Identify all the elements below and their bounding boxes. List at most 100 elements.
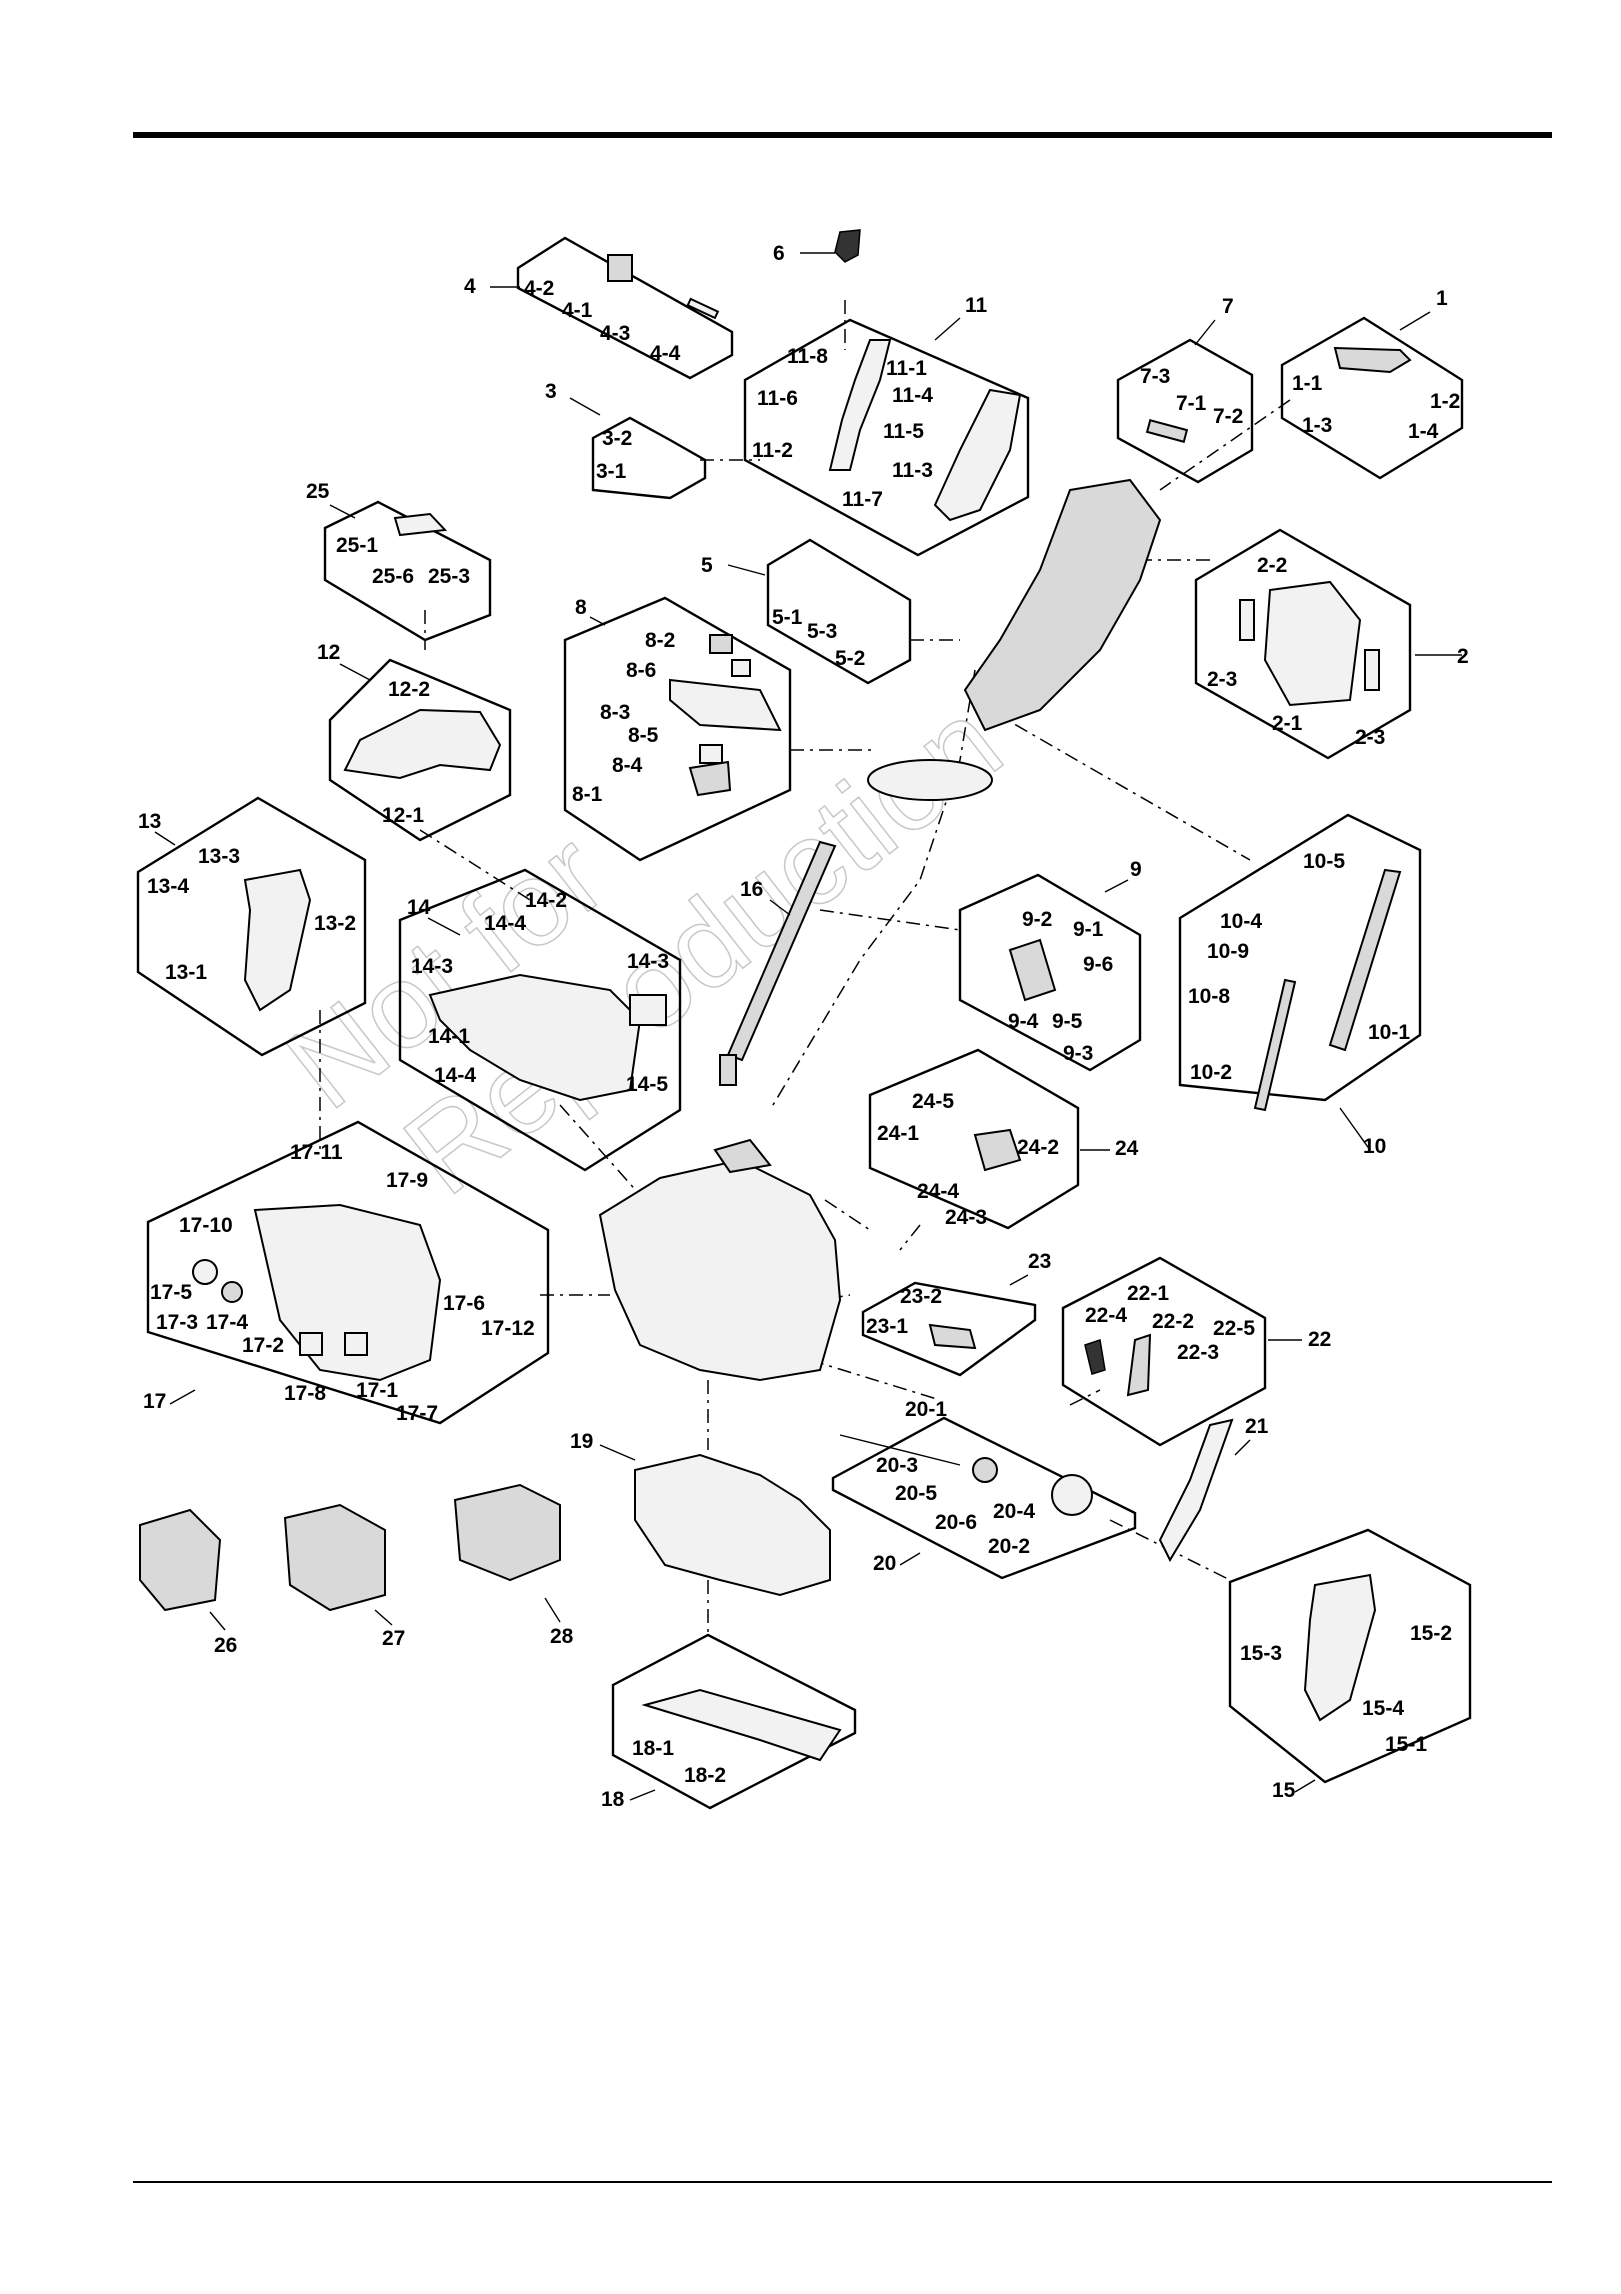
callout-10: 10	[1363, 1135, 1386, 1158]
callout-9-5: 9-5	[1052, 1010, 1083, 1033]
callout-17-10: 17-10	[179, 1214, 233, 1237]
callout-20-1: 20-1	[905, 1398, 947, 1421]
callout-2: 2	[1457, 645, 1469, 668]
callout-15-3: 15-3	[1240, 1642, 1282, 1665]
group-18-outline	[611, 1633, 857, 1810]
callout-11-4: 11-4	[892, 384, 933, 407]
callout-4-1: 4-1	[562, 299, 593, 322]
callout-11-7: 11-7	[842, 488, 883, 511]
callout-9-2: 9-2	[1022, 908, 1052, 931]
callout-13-4: 13-4	[147, 875, 189, 898]
callout-22-1: 22-1	[1127, 1282, 1169, 1305]
callout-13-1: 13-1	[165, 961, 207, 984]
callout-15: 15	[1272, 1779, 1296, 1802]
callout-4-4: 4-4	[650, 342, 681, 365]
part-22-4-spring	[1084, 1339, 1106, 1375]
part-17-8-b	[344, 1332, 368, 1356]
part-ring	[867, 759, 993, 801]
callout-23: 23	[1028, 1250, 1051, 1273]
callout-8-1: 8-1	[572, 783, 603, 806]
part-17-4-washer	[221, 1281, 243, 1303]
part-drawings	[139, 229, 1412, 1762]
part-13-1	[243, 868, 312, 1012]
callout-17-9: 17-9	[386, 1169, 428, 1192]
part-2-3-a	[1239, 599, 1255, 641]
callout-4-2: 4-2	[524, 277, 554, 300]
part-8-6	[731, 659, 751, 677]
callout-17-3: 17-3	[156, 1311, 198, 1334]
callout-17-4: 17-4	[206, 1311, 248, 1334]
callout-19: 19	[570, 1430, 593, 1453]
part-10-1	[1328, 868, 1402, 1052]
callout-5-2: 5-2	[835, 647, 865, 670]
part-26-battery	[139, 1508, 222, 1612]
part-22-1-lever	[1126, 1333, 1152, 1397]
callout-5-1: 5-1	[772, 606, 803, 629]
callout-1-1: 1-1	[1292, 372, 1323, 395]
callout-12-1: 12-1	[382, 804, 424, 827]
part-19-auger	[634, 1453, 831, 1597]
callout-22: 22	[1308, 1328, 1331, 1351]
callout-9-6: 9-6	[1083, 953, 1113, 976]
callout-15-1: 15-1	[1385, 1733, 1427, 1756]
part-4-1	[607, 254, 633, 282]
callout-24-5: 24-5	[912, 1090, 954, 1113]
part-9-1	[1008, 938, 1057, 1002]
callout-labels: 1 1-1 1-2 1-3 1-4 2 2-1 2-2 2-3 2-3 3 3-…	[138, 242, 1469, 1811]
callout-10-2: 10-2	[1190, 1061, 1232, 1084]
part-21-belt	[1158, 1418, 1234, 1563]
part-16-tip	[719, 1054, 737, 1086]
callout-24: 24	[1115, 1137, 1139, 1160]
callout-2-1: 2-1	[1272, 712, 1303, 735]
callout-7: 7	[1222, 295, 1234, 318]
callout-25-6: 25-6	[372, 565, 414, 588]
callout-18-2: 18-2	[684, 1764, 726, 1787]
callout-6: 6	[773, 242, 785, 265]
callout-17-8: 17-8	[284, 1382, 326, 1405]
part-8-5	[699, 744, 723, 764]
callout-22-5: 22-5	[1213, 1317, 1255, 1340]
part-6-knob	[834, 229, 861, 263]
callout-17-1: 17-1	[356, 1379, 398, 1402]
callout-22-4: 22-4	[1085, 1304, 1127, 1327]
callout-9-1: 9-1	[1073, 918, 1104, 941]
callout-27: 27	[382, 1627, 405, 1650]
callout-5: 5	[701, 554, 713, 577]
callout-28: 28	[550, 1625, 574, 1648]
callout-14-5: 14-5	[626, 1073, 668, 1096]
group-25-outline	[323, 500, 492, 642]
callout-8-2: 8-2	[645, 629, 675, 652]
part-16-rod	[726, 840, 837, 1062]
callout-13-2: 13-2	[314, 912, 356, 935]
main-auger-housing	[598, 1158, 842, 1382]
part-8-2	[709, 634, 733, 654]
assembly-lines	[319, 300, 1291, 1635]
part-11-2-housing	[828, 339, 892, 471]
callout-17: 17	[143, 1390, 166, 1413]
part-14-1	[428, 973, 642, 1102]
footer-rule	[133, 2181, 1552, 2183]
callout-25: 25	[306, 480, 330, 503]
group-24-outline	[868, 1048, 1080, 1230]
part-20-2-wheel	[1051, 1474, 1093, 1516]
header-rule	[133, 132, 1552, 138]
callout-15-2: 15-2	[1410, 1622, 1452, 1645]
callout-1: 1	[1436, 287, 1448, 310]
group-outlines	[136, 236, 1472, 1810]
part-17-3	[192, 1259, 218, 1285]
callout-15-4: 15-4	[1362, 1697, 1404, 1720]
callout-20-6: 20-6	[935, 1511, 977, 1534]
callout-9-4: 9-4	[1008, 1010, 1039, 1033]
callout-2-3-right: 2-3	[1355, 726, 1385, 749]
group-13-outline	[136, 796, 367, 1057]
callout-17-5: 17-5	[150, 1281, 192, 1304]
part-25-1	[393, 512, 448, 537]
callout-17-12: 17-12	[481, 1317, 535, 1340]
callout-5-3: 5-3	[807, 620, 837, 643]
group-3-outline	[591, 416, 707, 500]
callout-11-2: 11-2	[752, 439, 793, 462]
part-23-1	[928, 1323, 977, 1350]
callout-14-1: 14-1	[428, 1025, 470, 1048]
callout-18: 18	[601, 1788, 625, 1811]
callout-18-1: 18-1	[632, 1737, 674, 1760]
